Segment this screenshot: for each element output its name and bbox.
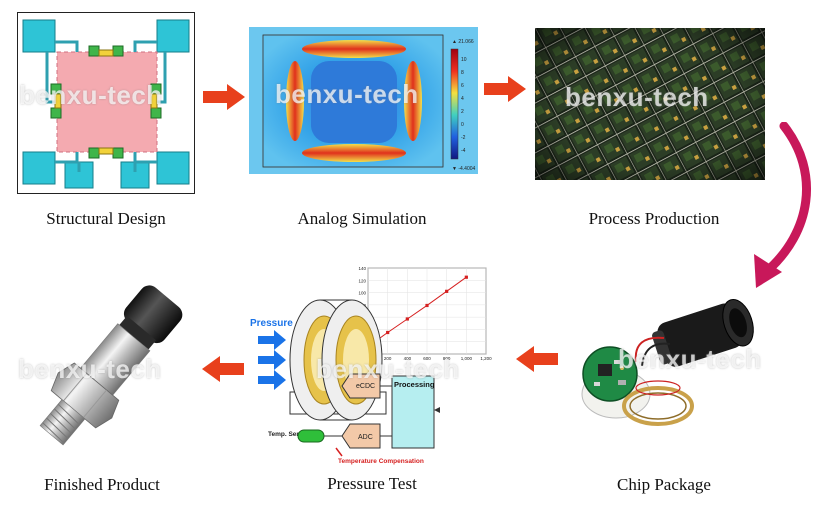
data-point xyxy=(425,304,428,307)
capacitive-sensor xyxy=(290,300,386,420)
colorbar-tick: -2 xyxy=(461,135,466,141)
flow-arrow-2 xyxy=(484,76,526,102)
data-point xyxy=(406,317,409,320)
cdc-label: eCDC xyxy=(356,383,375,390)
step-label-finished-product: Finished Product xyxy=(12,475,192,495)
analog-simulation-image: ▲ 21.066 ▼ -4.4004 10 8 6 4 2 0 -2 -4 be… xyxy=(249,27,478,174)
pressure-test-image: 02040608010012014002004006008001,0001,20… xyxy=(246,264,496,472)
colorbar-tick: 0 xyxy=(461,122,464,128)
finished-product-image: benxu-tech xyxy=(8,284,198,464)
x-tick-label: 200 xyxy=(384,356,392,361)
pressure-label: Pressure xyxy=(250,318,293,329)
x-tick-label: 1,000 xyxy=(461,356,473,361)
y-tick-label: 120 xyxy=(358,278,366,283)
flow-arrow-3 xyxy=(516,346,558,372)
y-tick-label: 140 xyxy=(358,266,366,271)
colorbar-tick: 8 xyxy=(461,70,464,76)
processing-label: Processing xyxy=(394,380,435,389)
process-production-image: benxu-tech xyxy=(535,28,765,180)
colorbar-max: ▲ 21.066 xyxy=(452,39,474,45)
colorbar-tick: 10 xyxy=(461,57,467,63)
step-label-structural-design: Structural Design xyxy=(16,209,196,229)
step-label-analog-simulation: Analog Simulation xyxy=(272,209,452,229)
colorbar-tick: -4 xyxy=(461,148,466,154)
x-tick-label: 1,200 xyxy=(480,356,492,361)
pressure-arrows xyxy=(258,330,286,390)
data-point xyxy=(445,290,448,293)
data-point xyxy=(465,276,468,279)
step-label-chip-package: Chip Package xyxy=(574,475,754,495)
x-tick-label: 800 xyxy=(443,356,451,361)
structural-design-image: benxu-tech xyxy=(17,12,195,194)
adc-label: ADC xyxy=(358,434,373,441)
chip-package-image: benxu-tech xyxy=(574,296,796,456)
data-point xyxy=(386,331,389,334)
colorbar-tick: 6 xyxy=(461,83,464,89)
flow-arrow-1 xyxy=(203,84,245,110)
colorbar-tick: 4 xyxy=(461,96,464,102)
colorbar-tick: 2 xyxy=(461,109,464,115)
temp-comp-label: Temperature Compensation xyxy=(338,458,424,465)
curved-flow-arrow xyxy=(752,122,822,290)
step-label-pressure-test: Pressure Test xyxy=(282,474,462,494)
x-tick-label: 600 xyxy=(423,356,431,361)
colorbar-min: ▼ -4.4004 xyxy=(452,166,476,172)
flow-arrow-4 xyxy=(202,356,244,382)
y-tick-label: 100 xyxy=(358,291,366,296)
x-tick-label: 400 xyxy=(404,356,412,361)
step-label-process-production: Process Production xyxy=(564,209,744,229)
